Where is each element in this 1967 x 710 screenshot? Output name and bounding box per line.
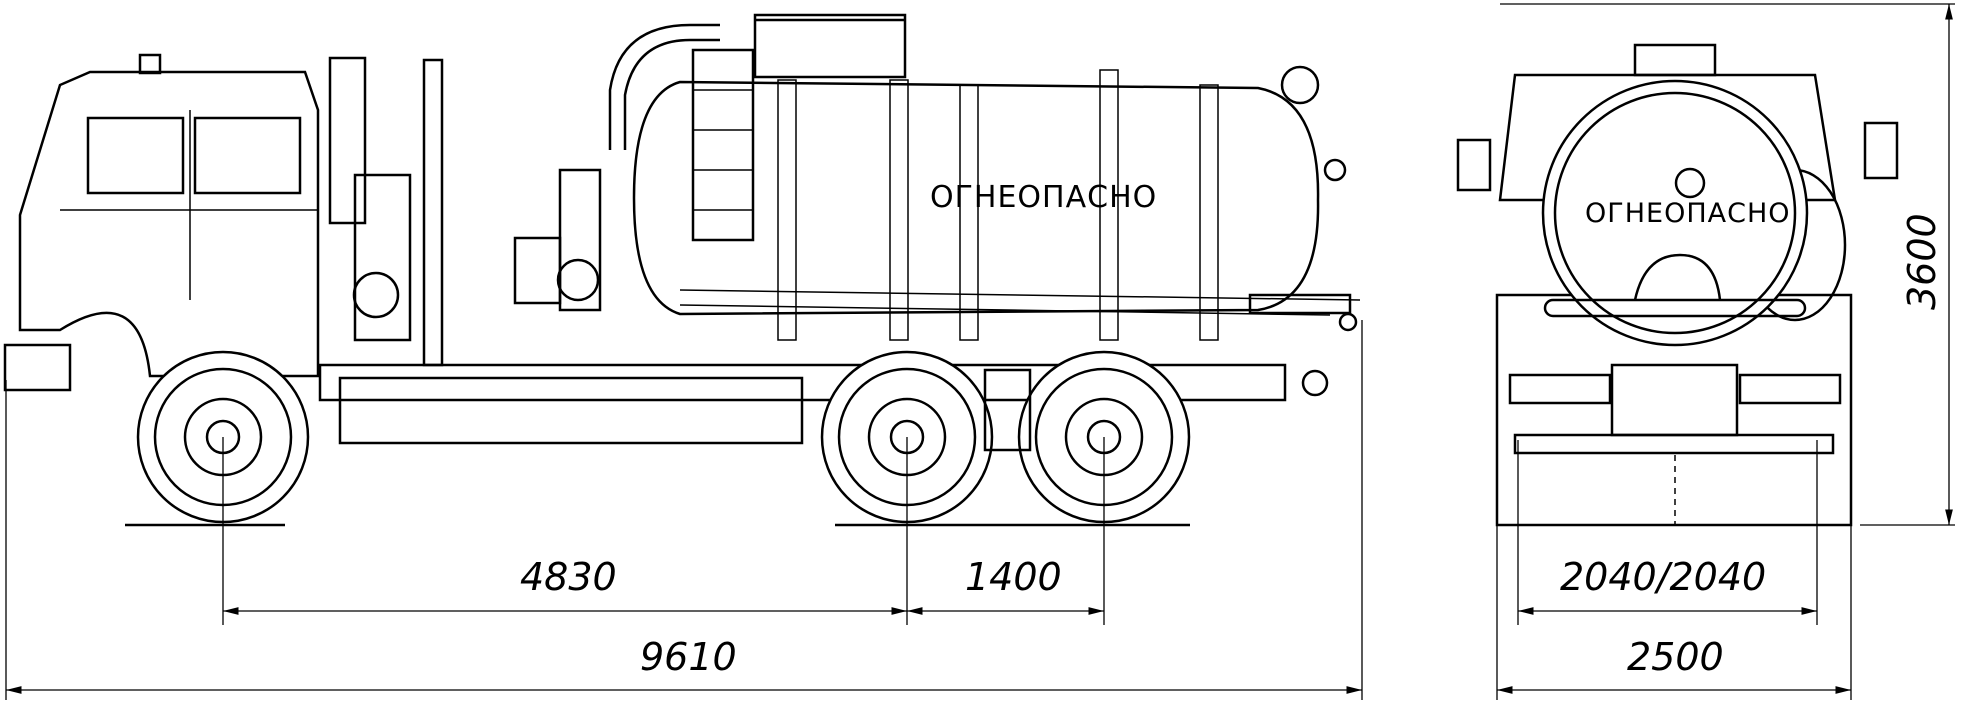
dim-track: 2040/2040 [1560, 555, 1766, 599]
side-view: ОГНЕОПАСНО [3, 13, 1361, 527]
tank: ОГНЕОПАСНО [632, 13, 1358, 397]
dim-wheelbase-rear: 1400 [965, 555, 1062, 599]
tank-label-side: ОГНЕОПАСНО [930, 180, 1157, 215]
rear-view: ОГНЕОПАСНО [1456, 43, 1899, 527]
dimension-lines: 4830 1400 9610 2040/2040 2500 3600 [5, 3, 1955, 700]
dim-overall-width: 2500 [1627, 635, 1724, 679]
truck-cab [3, 53, 444, 392]
pump-equipment [513, 23, 720, 312]
dim-overall-height: 3600 [1900, 213, 1944, 310]
chassis-frame [318, 289, 1361, 445]
dim-overall-length: 9610 [640, 635, 737, 679]
tank-label-rear: ОГНЕОПАСНО [1585, 198, 1791, 229]
dim-wheelbase-front: 4830 [520, 555, 617, 599]
rear-axle-hub [983, 368, 1032, 452]
